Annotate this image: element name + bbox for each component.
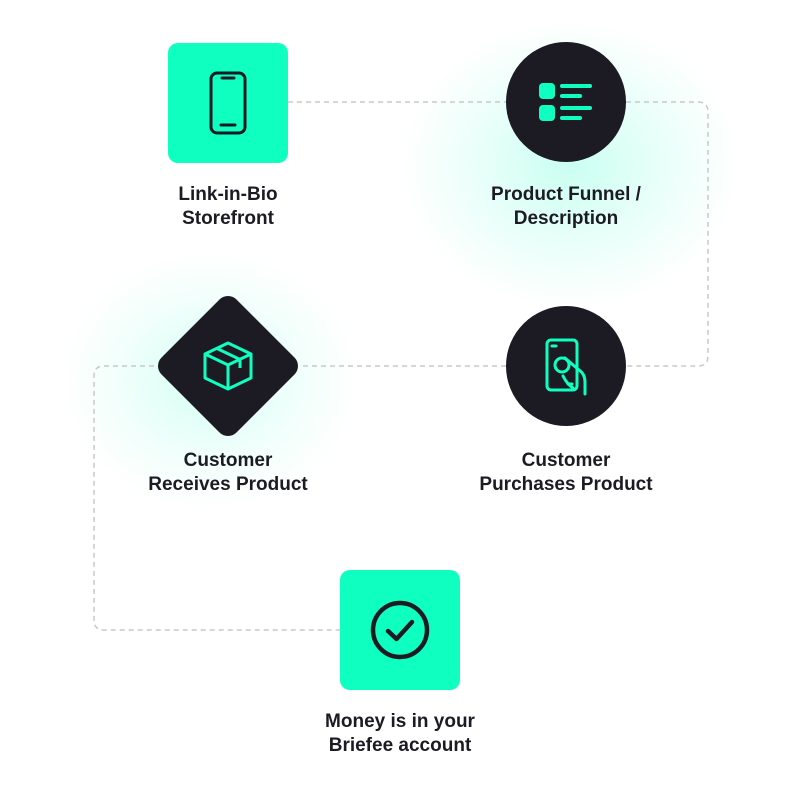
connector-receive-to-money xyxy=(93,365,340,631)
package-box-icon xyxy=(203,341,253,391)
step-receive-label: Customer Receives Product xyxy=(148,450,308,495)
check-circle-icon xyxy=(370,600,430,660)
step-money-label: Money is in your Briefee account xyxy=(325,711,475,756)
smartphone-icon xyxy=(209,71,247,135)
step-funnel-label: Product Funnel / Description xyxy=(491,184,641,229)
step-storefront-node xyxy=(168,43,288,163)
step-funnel-node xyxy=(506,42,626,162)
list-description-icon xyxy=(539,83,592,121)
hand-holding-cash-icon xyxy=(545,338,587,396)
step-receive-node xyxy=(153,291,303,441)
connector-funnel-to-purchase xyxy=(626,101,709,367)
step-purchase-node xyxy=(506,306,626,426)
step-storefront-label: Link-in-Bio Storefront xyxy=(178,184,278,229)
step-purchase-label: Customer Purchases Product xyxy=(479,450,653,495)
step-money-node xyxy=(340,570,460,690)
